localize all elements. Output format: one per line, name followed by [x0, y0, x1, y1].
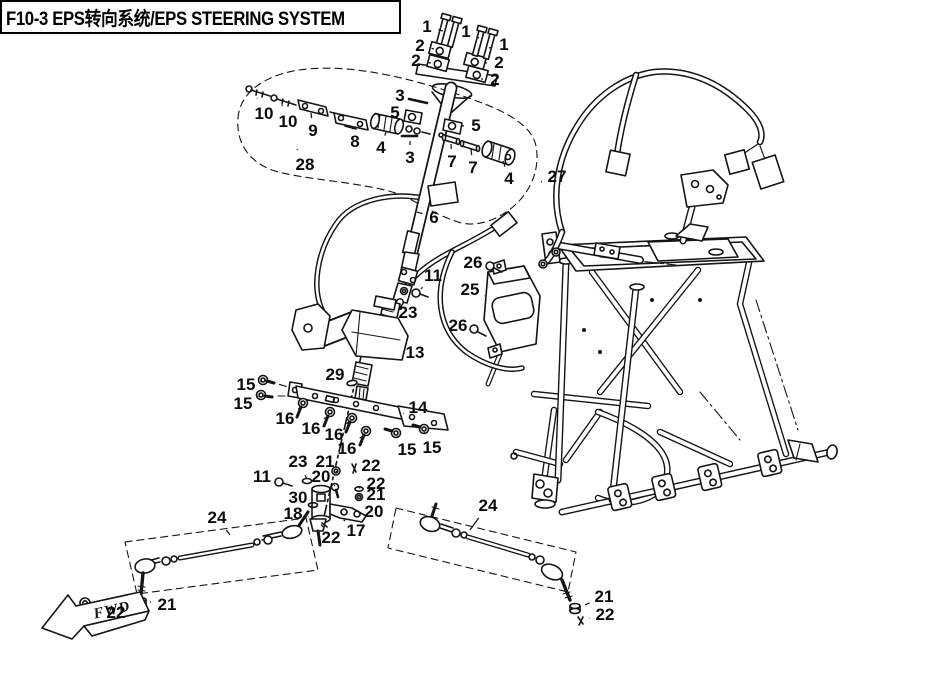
callout-leader-8-11 [351, 125, 354, 130]
column-small-parts-drawing [245, 85, 516, 166]
callout-label-11-23: 11 [424, 266, 442, 285]
callout-leader-6-21 [416, 211, 423, 215]
callout-label-9-10: 9 [308, 121, 317, 140]
callout-leader-21-39 [335, 470, 338, 473]
callout-label-6-21: 6 [429, 208, 438, 227]
callout-leader-23-38 [304, 475, 308, 480]
callout-leader-7-17 [470, 148, 473, 156]
fwd-arrow: FWD [41, 591, 150, 640]
callout-label-3-15: 3 [405, 148, 414, 167]
callout-label-22-43: 22 [367, 474, 386, 493]
callout-label-1-1: 1 [461, 22, 470, 41]
callout-label-3-7: 3 [395, 86, 404, 105]
eps-controller-drawing [469, 259, 541, 387]
callout-leader-1-1 [476, 36, 480, 39]
callout-label-22-53: 22 [107, 603, 126, 622]
callout-label-27-20: 27 [548, 167, 567, 186]
callout-label-16-34: 16 [338, 439, 357, 458]
callout-label-21-54: 21 [595, 587, 614, 606]
callout-leader-24-50 [225, 529, 231, 536]
callout-label-21-44: 21 [367, 485, 386, 504]
pitman-arm-drawing [274, 463, 367, 547]
callout-label-28-19: 28 [296, 155, 315, 174]
callout-label-5-14: 5 [471, 116, 480, 135]
callout-label-10-8: 10 [255, 104, 274, 123]
callout-label-5-13: 5 [390, 103, 399, 122]
callout-label-21-39: 21 [316, 452, 335, 471]
callout-label-20-42: 20 [312, 467, 331, 486]
callout-leader-16-34 [359, 434, 365, 439]
page-title: F10-3 EPS转向系统/EPS STEERING SYSTEM [0, 0, 401, 34]
callout-label-7-16: 7 [447, 152, 456, 171]
callout-label-29-28: 29 [326, 365, 345, 384]
callout-label-15-37: 15 [423, 438, 442, 457]
callout-leader-2-4 [427, 61, 432, 64]
callout-label-22-49: 22 [322, 528, 341, 547]
frame-drawing [510, 169, 838, 516]
callout-label-14-35: 14 [409, 398, 428, 417]
callout-label-2-5: 2 [494, 53, 503, 72]
callout-label-17-48: 17 [347, 521, 366, 540]
callout-label-2-4: 2 [411, 51, 420, 70]
callout-label-1-2: 1 [499, 35, 508, 54]
callout-leader-22-49 [320, 524, 324, 528]
callout-label-23-25: 23 [399, 303, 418, 322]
callout-label-15-30: 15 [234, 394, 253, 413]
callout-label-24-51: 24 [479, 496, 498, 515]
callout-leader-9-10 [310, 112, 313, 119]
callout-label-1-0: 1 [422, 17, 431, 36]
callout-leader-4-18 [502, 160, 506, 167]
parts-group-oval-28 [237, 67, 538, 225]
callout-label-16-31: 16 [276, 409, 295, 428]
callout-leader-17-48 [343, 519, 346, 522]
callout-label-21-52: 21 [158, 595, 177, 614]
callout-label-16-32: 16 [302, 419, 321, 438]
callout-leader-4-12 [384, 131, 387, 136]
callout-leader-11-23 [420, 286, 424, 290]
callout-label-13-27: 13 [406, 343, 425, 362]
callout-leader-21-54 [584, 602, 590, 606]
mount-bracket-drawing [255, 374, 449, 447]
callout-label-4-12: 4 [376, 138, 386, 157]
wiring-harness-drawing [538, 68, 785, 269]
callout-label-10-9: 10 [279, 112, 298, 131]
callout-label-30-45: 30 [289, 488, 308, 507]
callout-label-22-40: 22 [362, 456, 381, 475]
callout-label-2-3: 2 [415, 36, 424, 55]
tie-rod-right-drawing [387, 502, 584, 626]
page-title-text: F10-3 EPS转向系统/EPS STEERING SYSTEM [6, 8, 345, 30]
callout-label-7-17: 7 [468, 158, 477, 177]
callout-label-16-33: 16 [325, 425, 344, 444]
callout-label-20-47: 20 [365, 502, 384, 521]
callout-label-25-24: 25 [461, 280, 480, 299]
callout-label-22-55: 22 [596, 605, 615, 624]
callout-label-18-46: 18 [284, 504, 303, 523]
callout-leader-2-3 [431, 47, 435, 50]
callout-label-11-41: 11 [253, 467, 271, 486]
callout-leader-16-32 [323, 415, 329, 420]
callout-label-23-38: 23 [289, 452, 308, 471]
callout-label-8-11: 8 [350, 132, 359, 151]
callout-label-4-18: 4 [504, 169, 514, 188]
eps-motor-unit-drawing [291, 286, 429, 522]
callout-leader-16-31 [297, 406, 302, 410]
callout-leader-16-33 [346, 420, 351, 425]
callout-leader-1-0 [438, 28, 444, 32]
callout-label-26-26: 26 [449, 316, 468, 335]
callout-label-15-36: 15 [398, 440, 417, 459]
callout-label-2-6: 2 [490, 70, 499, 89]
callout-label-26-22: 26 [464, 253, 483, 272]
callout-leader-20-42 [333, 484, 336, 487]
callout-leader-24-51 [469, 517, 480, 531]
callout-label-15-29: 15 [237, 375, 256, 394]
callout-label-24-50: 24 [208, 508, 227, 527]
callout-leader-1-2 [488, 46, 493, 49]
